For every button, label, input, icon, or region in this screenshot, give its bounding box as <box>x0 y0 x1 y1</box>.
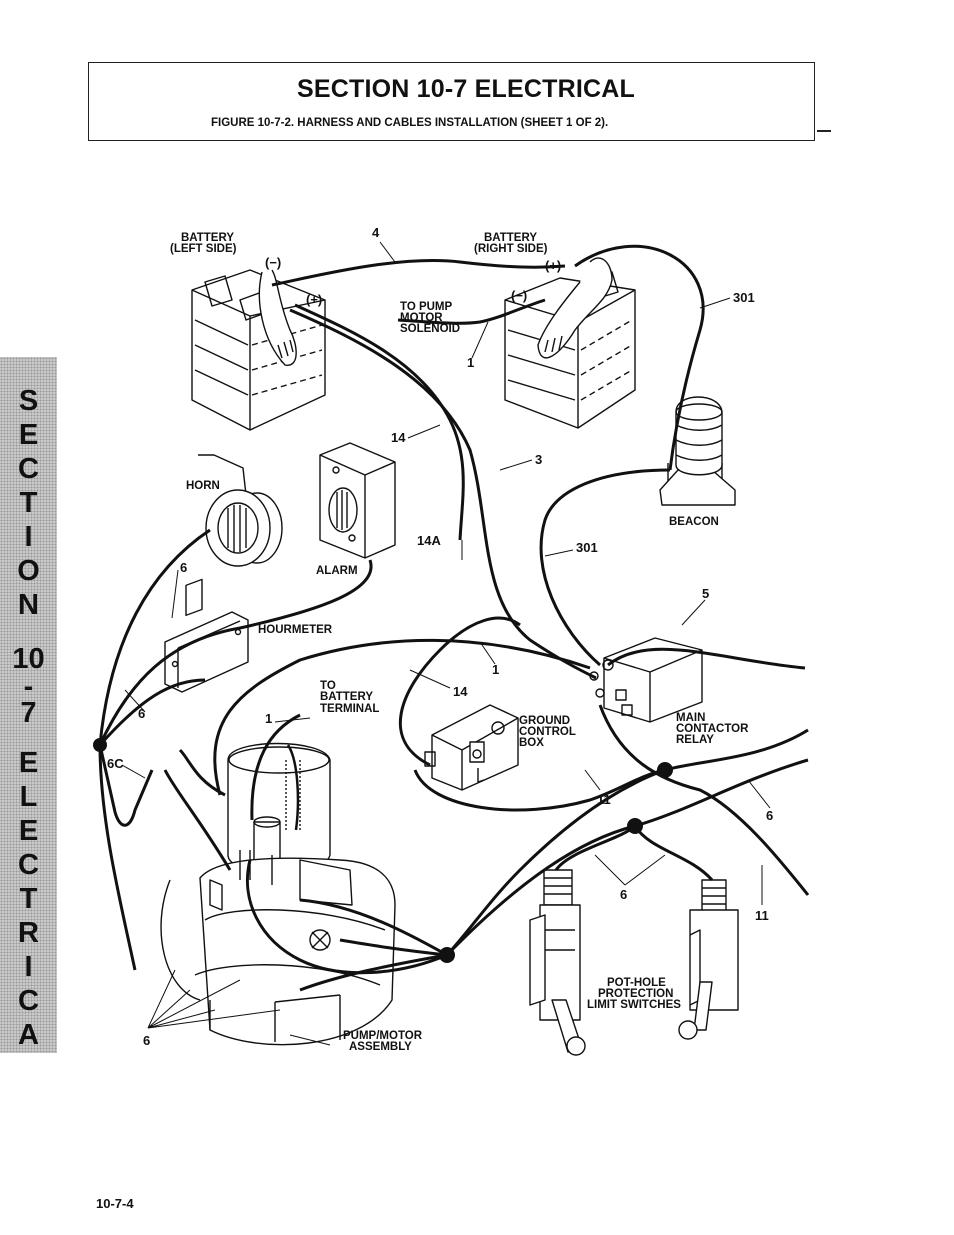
side-tab-letter: S <box>18 385 39 417</box>
callout-6c: 6C <box>107 756 124 771</box>
side-tab-letter: C <box>18 849 39 881</box>
to-battery-battery-label: BATTERY <box>320 691 374 703</box>
callout-6: 6 <box>143 1033 151 1048</box>
pump-motor-assembly-label: ASSEMBLY <box>349 1041 412 1053</box>
callout-301: 301 <box>576 540 598 555</box>
ground-control-label: GROUND <box>519 715 571 727</box>
left-positive-terminal-label: (+) <box>306 292 323 307</box>
to-battery-label: TO <box>320 680 336 692</box>
side-tab-letter: T <box>19 487 38 519</box>
side-tab-letter: E <box>18 419 39 451</box>
battery-right-side-label: (RIGHT SIDE) <box>474 243 548 255</box>
callout-1: 1 <box>492 662 500 677</box>
battery-left-label: BATTERY <box>181 232 235 244</box>
side-tab-letter: R <box>18 917 39 949</box>
section-title: SECTION 10-7 ELECTRICAL <box>297 75 635 103</box>
side-tab-letter: 10 <box>12 643 45 675</box>
ground-control-box <box>424 704 519 791</box>
callout-6: 6 <box>138 706 146 721</box>
alarm-label: ALARM <box>316 565 358 577</box>
to-pump-solenoid-label: SOLENOID <box>400 323 461 335</box>
figure-title: FIGURE 10-7-2. HARNESS AND CABLES INSTAL… <box>211 117 609 129</box>
battery-right-label: BATTERY <box>484 232 538 244</box>
side-tab-letter: I <box>24 521 33 553</box>
pump-motor-label: PUMP/MOTOR <box>343 1030 423 1042</box>
beacon-label: BEACON <box>669 516 719 528</box>
callout-11: 11 <box>597 792 611 807</box>
right-battery <box>504 257 636 429</box>
side-tab-letter: E <box>18 815 39 847</box>
side-tab-letter: L <box>19 781 38 813</box>
callout-14: 14 <box>391 430 406 445</box>
callout-6: 6 <box>620 887 628 902</box>
pothole-protection-label: PROTECTION <box>598 988 674 1000</box>
pothole-limit-switches-label: LIMIT SWITCHES <box>587 999 681 1011</box>
callout-1: 1 <box>467 355 475 370</box>
to-battery-terminal-label: TERMINAL <box>320 703 380 715</box>
to-pump-motor-label: MOTOR <box>400 312 443 324</box>
left-negative-terminal-label: (−) <box>265 255 282 270</box>
header-box: SECTION 10-7 ELECTRICAL FIGURE 10-7-2. H… <box>88 62 815 141</box>
horn-label: HORN <box>186 480 220 492</box>
side-tab-letter: - <box>23 671 34 703</box>
callout-14a: 14A <box>417 533 441 548</box>
callout-5: 5 <box>702 586 710 601</box>
main-contactor-label: MAIN <box>676 712 706 724</box>
pump-motor-assembly <box>160 742 396 1046</box>
side-tab-letter: C <box>18 985 39 1017</box>
callout-6: 6 <box>180 560 188 575</box>
battery-left-side-label: (LEFT SIDE) <box>170 243 237 255</box>
callout-3: 3 <box>535 452 543 467</box>
side-tab-letter: I <box>24 951 33 983</box>
right-positive-terminal-label: (+) <box>545 258 562 273</box>
pothole-limit-switch-left <box>529 869 586 1056</box>
callout-6: 6 <box>766 808 774 823</box>
side-tab-letter: A <box>18 1019 39 1051</box>
right-negative-terminal-label: (−) <box>511 288 528 303</box>
leader-lines <box>121 241 771 1046</box>
main-contactor-contactor-label: CONTACTOR <box>676 723 749 735</box>
alarm <box>319 442 396 559</box>
side-tab-letter: E <box>18 747 39 779</box>
callout-14: 14 <box>453 684 468 699</box>
section-side-tab: S E C T I O N 10 - 7 E L E C T R I C A <box>0 357 57 1053</box>
beacon <box>659 396 736 506</box>
callout-301: 301 <box>733 290 755 305</box>
main-contactor-relay-label: RELAY <box>676 734 714 746</box>
callout-4: 4 <box>372 225 380 240</box>
callout-11: 11 <box>755 908 769 923</box>
side-tab-letter: C <box>18 453 39 485</box>
main-contactor-relay <box>589 637 703 723</box>
pothole-label: POT-HOLE <box>607 977 666 989</box>
junction-dots <box>93 738 673 963</box>
cables <box>98 244 810 992</box>
to-pump-label: TO PUMP <box>400 301 453 313</box>
ground-control-control-label: CONTROL <box>519 726 576 738</box>
ground-control-box-label: BOX <box>519 737 544 749</box>
hourmeter-label: HOURMETER <box>258 624 333 636</box>
page-number: 10-7-4 <box>96 1196 134 1211</box>
callout-1: 1 <box>265 711 273 726</box>
horn <box>198 454 283 567</box>
header-tick-mark <box>817 130 831 132</box>
side-tab-letter: N <box>18 589 39 621</box>
side-tab-letter: 7 <box>20 697 37 729</box>
pothole-limit-switch-right <box>678 879 739 1040</box>
side-tab-letter: O <box>17 555 40 587</box>
side-tab-letter: T <box>19 883 38 915</box>
